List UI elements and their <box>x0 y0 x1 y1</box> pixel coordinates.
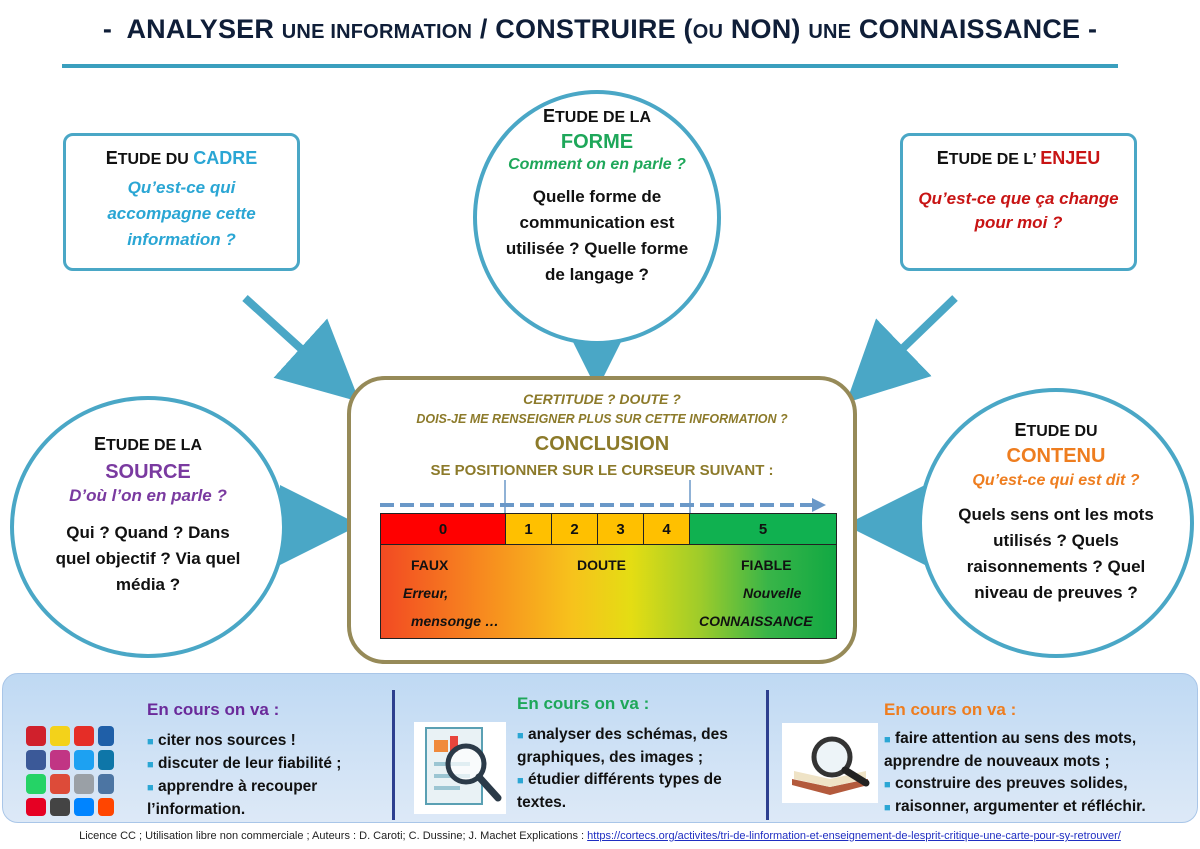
scale-fiable-sub2: CONNAISSANCE <box>699 613 813 629</box>
col3-item-3: ■ raisonner, argumenter et réfléchir. <box>884 798 1146 815</box>
scale-cell-4: 4 <box>644 514 690 544</box>
scale-doute: DOUTE <box>577 557 626 573</box>
enjeu-box: ETUDE DE L’ ENJEU Qu’est-ce que ça chang… <box>900 133 1137 271</box>
title-underline <box>62 64 1118 68</box>
scale-faux-sub1: Erreur, <box>403 585 449 601</box>
source-sub: D’où l’on en parle ? <box>69 486 227 505</box>
scale-fiable-sub1: Nouvelle <box>743 585 802 601</box>
conclusion-line2: DOIS-JE ME RENSEIGNER PLUS SUR CETTE INF… <box>416 412 788 426</box>
scale-faux-sub2: mensonge … <box>411 613 499 629</box>
scale-cell-2: 2 <box>552 514 598 544</box>
source-key: SOURCE <box>105 461 191 483</box>
col2-list: ■ analyser des schémas, des graphiques, … <box>517 724 757 814</box>
forme-body: Quelle forme de communication est utilis… <box>505 187 689 284</box>
panel-divider-1 <box>392 690 395 820</box>
footer-text: Licence CC ; Utilisation libre non comme… <box>79 830 588 842</box>
scale-cell-5: 5 <box>690 514 836 544</box>
conclusion-title: CONCLUSION <box>534 433 670 455</box>
enjeu-question: Qu’est-ce que ça change pour moi ? <box>918 189 1119 232</box>
forme-heading: ETUDE DE LA <box>542 106 651 126</box>
source-circle: ETUDE DE LA SOURCE D’où l’on en parle ? … <box>10 396 286 658</box>
contenu-sub: Qu’est-ce qui est dit ? <box>972 472 1140 489</box>
scale-cell-1: 1 <box>506 514 552 544</box>
panel-divider-2 <box>766 690 769 820</box>
col2-title: En cours on va : <box>517 694 650 713</box>
col2-item-1: ■ analyser des schémas, des graphiques, … <box>517 726 728 766</box>
source-heading: ETUDE DE LA <box>93 434 202 454</box>
arrow-enjeu <box>846 295 958 403</box>
source-body: Qui ? Quand ? Dans quel objectif ? Via q… <box>55 523 241 594</box>
contenu-circle: ETUDE DU CONTENU Qu’est-ce qui est dit ?… <box>918 388 1194 658</box>
col3-title: En cours on va : <box>884 700 1017 719</box>
cursor-arrowhead <box>812 498 826 512</box>
col2-item-2: ■ étudier différents types de textes. <box>517 771 722 811</box>
cadre-box: ETUDE DU CADRE Qu’est-ce qui accompagne … <box>63 133 300 271</box>
col3-item-2: ■ construire des preuves solides, <box>884 775 1128 792</box>
conclusion-line1: CERTITUDE ? DOUTE ? <box>523 391 681 407</box>
document-magnifier-icon <box>414 722 506 814</box>
cadre-heading: ETUDE DU CADRE <box>105 148 258 168</box>
book-magnifier-icon <box>782 723 878 803</box>
scale-faux: FAUX <box>411 557 449 573</box>
scale-gradient: FAUX Erreur, mensonge … DOUTE FIABLE Nou… <box>381 544 836 638</box>
col3-list: ■ faire attention au sens des mots, appr… <box>884 728 1184 819</box>
forme-sub: Comment on en parle ? <box>508 156 686 173</box>
scale-cell-0: 0 <box>381 514 506 544</box>
arrow-cadre <box>242 295 360 402</box>
social-media-icons <box>26 726 114 816</box>
col1-item-3: ■ apprendre à recouper l’information. <box>147 778 318 818</box>
scale-cells: 0 1 2 3 4 5 <box>381 514 836 544</box>
scale-fiable: FIABLE <box>741 557 792 573</box>
enjeu-heading: ETUDE DE L’ ENJEU <box>936 148 1101 168</box>
cadre-question: Qu’est-ce qui accompagne cette informati… <box>107 178 256 249</box>
col3-item-1: ■ faire attention au sens des mots, appr… <box>884 730 1137 770</box>
forme-circle: ETUDE DE LA FORME Comment on en parle ? … <box>473 90 721 345</box>
col1-list: ■ citer nos sources ! ■ discuter de leur… <box>147 730 383 821</box>
fiability-scale: 0 1 2 3 4 5 FAUX Erreur, mensonge … DOUT… <box>380 513 837 639</box>
contenu-heading: ETUDE DU <box>1014 420 1098 440</box>
contenu-body: Quels sens ont les mots utilisés ? Quels… <box>958 505 1154 602</box>
footer-link[interactable]: https://cortecs.org/activites/tri-de-lin… <box>587 830 1121 842</box>
contenu-key: CONTENU <box>1006 445 1106 467</box>
footer: Licence CC ; Utilisation libre non comme… <box>0 830 1200 842</box>
col1-item-2: ■ discuter de leur fiabilité ; <box>147 755 342 772</box>
col1-title: En cours on va : <box>147 700 280 719</box>
forme-key: FORME <box>560 131 634 153</box>
conclusion-instruction: SE POSITIONNER SUR LE CURSEUR SUIVANT : <box>430 462 774 479</box>
scale-cell-3: 3 <box>598 514 644 544</box>
bottom-panel <box>2 673 1198 823</box>
col1-item-1: ■ citer nos sources ! <box>147 732 296 749</box>
page-title: - ANALYSER UNE INFORMATION / CONSTRUIRE … <box>102 14 1098 44</box>
